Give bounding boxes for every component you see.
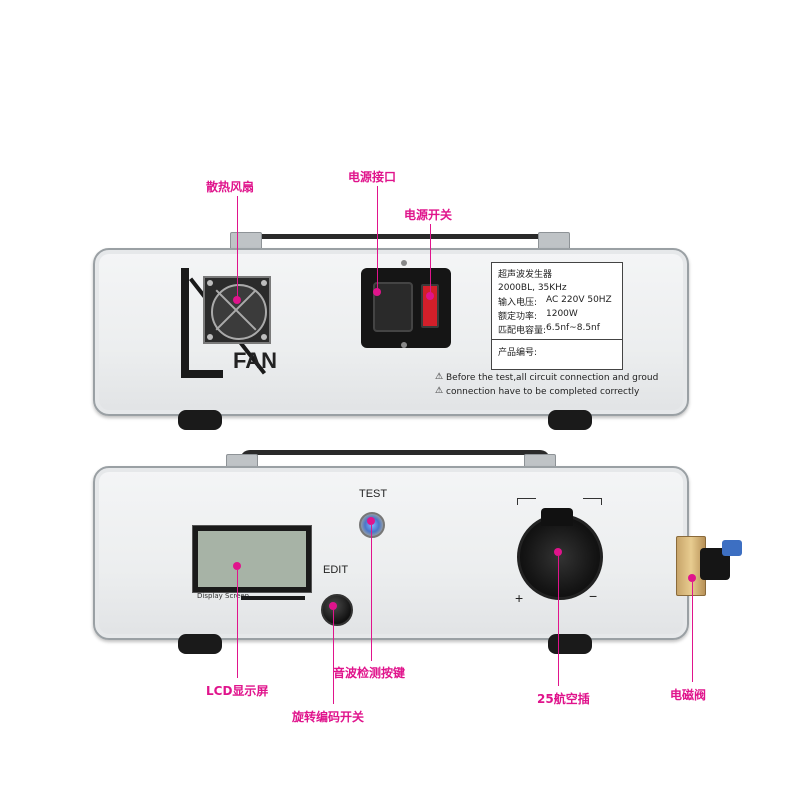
power-inlet-module (361, 268, 451, 348)
nameplate-capacitance-label: 匹配电容量: (498, 326, 547, 336)
callout-fan: 散热风扇 (206, 180, 255, 194)
switch-symbol-right (583, 498, 602, 505)
callout-lcd-dot (233, 562, 241, 570)
callout-encoder-dot (329, 602, 337, 610)
front-foot-right (548, 634, 592, 654)
rear-foot-right (548, 410, 592, 430)
nameplate: 超声波发生器 2000BL, 35KHz 输入电压: AC 220V 50HZ … (491, 262, 623, 370)
nameplate-serial-label: 产品编号: (498, 348, 538, 358)
display-underline (241, 596, 305, 600)
switch-symbol-left (517, 498, 536, 505)
callout-fan-dot (233, 296, 241, 304)
callout-power-switch: 电源开关 (404, 208, 453, 222)
warning-line-2: connection have to be completed correctl… (446, 387, 640, 397)
minus-label: − (589, 588, 598, 604)
plus-label: + (515, 590, 524, 606)
rotary-encoder-knob[interactable] (321, 594, 353, 626)
warning-icon: ⚠ (435, 386, 444, 396)
inlet-screw (401, 342, 407, 348)
callout-socket-dot (554, 548, 562, 556)
callout-sound-test-button: 音波检测按键 (333, 666, 406, 680)
callout-solenoid-valve: 电磁阀 (670, 688, 707, 702)
nameplate-capacitance-value: 6.5nf~8.5nf (546, 323, 600, 333)
edit-label: EDIT (323, 564, 349, 576)
callout-fan-line (237, 196, 238, 300)
callout-valve-line (692, 582, 693, 682)
rear-foot-left (178, 410, 222, 430)
nameplate-power-value: 1200W (546, 309, 578, 319)
warning-line-1: Before the test,all circuit connection a… (446, 373, 659, 383)
callout-encoder-line (333, 610, 334, 704)
nameplate-voltage-value: AC 220V 50HZ (546, 295, 612, 305)
test-label: TEST (359, 488, 388, 500)
fan-logo-mark (181, 268, 189, 378)
callout-test-dot (367, 517, 375, 525)
iec-power-socket[interactable] (373, 282, 413, 332)
callout-power-switch-dot (426, 292, 434, 300)
warning-icon: ⚠ (435, 372, 444, 382)
fan-screw (261, 334, 267, 340)
callout-lcd-line (237, 570, 238, 678)
callout-power-port-line (377, 186, 378, 290)
callout-aviation-socket: 25航空插 (537, 692, 590, 706)
callout-socket-line (558, 556, 559, 686)
fan-screw (207, 280, 213, 286)
rear-panel: FAN 超声波发生器 2000BL, 35KHz 输入电压: AC 220V 5… (93, 248, 689, 416)
socket-cap (541, 508, 573, 526)
callout-power-switch-line (430, 224, 431, 296)
inlet-screw (401, 260, 407, 266)
solenoid-valve-ring (722, 540, 742, 556)
callout-test-line (371, 525, 372, 661)
fan-logo-base (181, 370, 223, 378)
front-panel: Display Screen TEST EDIT + − (93, 466, 689, 640)
lcd-display-screen (193, 526, 311, 592)
nameplate-power-label: 额定功率: (498, 312, 538, 322)
callout-lcd: LCD显示屏 (206, 684, 269, 698)
nameplate-divider (492, 339, 622, 340)
callout-rotary-encoder: 旋转编码开关 (292, 710, 365, 724)
sound-test-button[interactable] (359, 512, 385, 538)
front-foot-left (178, 634, 222, 654)
fan-label: FAN (233, 348, 277, 373)
fan-screw (261, 280, 267, 286)
nameplate-title: 超声波发生器 (498, 270, 553, 280)
fan-screw (207, 334, 213, 340)
callout-power-port-dot (373, 288, 381, 296)
callout-power-port: 电源接口 (348, 170, 397, 184)
nameplate-model: 2000BL, 35KHz (498, 283, 567, 293)
callout-valve-dot (688, 574, 696, 582)
nameplate-voltage-label: 输入电压: (498, 298, 538, 308)
display-screen-label: Display Screen (197, 592, 250, 600)
